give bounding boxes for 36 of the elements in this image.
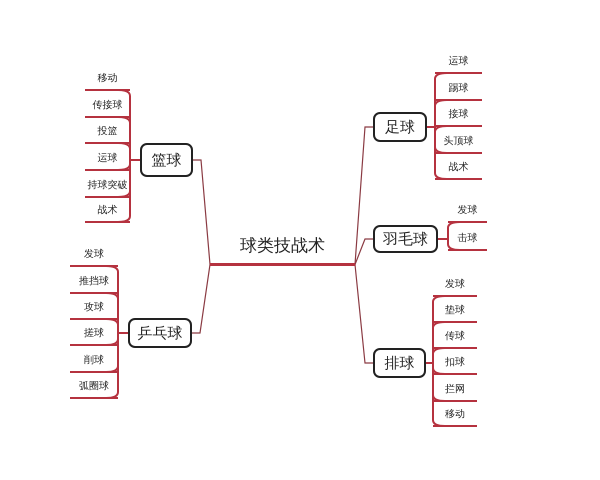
subtopic-label: 踢球	[435, 80, 482, 101]
subtopic-label: 垫球	[433, 302, 477, 323]
connector-line	[354, 264, 373, 364]
subtopic-label: 攻球	[70, 299, 118, 320]
subtopic-label: 弧圈球	[70, 378, 118, 399]
subtopic-label: 击球	[448, 230, 487, 251]
topic-box: 足球	[373, 112, 427, 142]
topic-box: 羽毛球	[373, 225, 438, 253]
subtopic-label: 发球	[448, 202, 487, 223]
connector-line	[192, 264, 211, 334]
subtopic-label: 传接球	[85, 97, 130, 118]
connector-line	[193, 159, 211, 265]
subtopic-label: 扣球	[433, 354, 477, 375]
subtopic-label: 投篮	[85, 123, 130, 144]
connector-line	[354, 126, 373, 265]
subtopic-label: 拦网	[433, 381, 477, 402]
subtopic-label: 战术	[435, 159, 482, 180]
central-topic: 球类技战术	[210, 228, 355, 266]
subtopic-label: 发球	[70, 246, 118, 267]
connector-line	[354, 238, 373, 265]
topic-box: 乒乓球	[128, 318, 192, 348]
subtopic-label: 移动	[433, 406, 477, 427]
subtopic-label: 移动	[85, 70, 130, 91]
subtopic-label: 发球	[433, 276, 477, 297]
subtopic-label: 接球	[435, 106, 482, 127]
subtopic-label: 头顶球	[435, 133, 482, 154]
subtopic-label: 推挡球	[70, 273, 118, 294]
subtopic-label: 运球	[85, 150, 130, 171]
subtopic-label: 战术	[85, 202, 130, 223]
subtopic-label: 削球	[70, 352, 118, 373]
subtopic-label: 持球突破	[85, 177, 130, 198]
topic-box: 排球	[373, 348, 426, 378]
subtopic-label: 搓球	[70, 325, 118, 346]
subtopic-label: 运球	[435, 53, 482, 74]
topic-box: 篮球	[140, 143, 193, 177]
subtopic-label: 传球	[433, 328, 477, 349]
